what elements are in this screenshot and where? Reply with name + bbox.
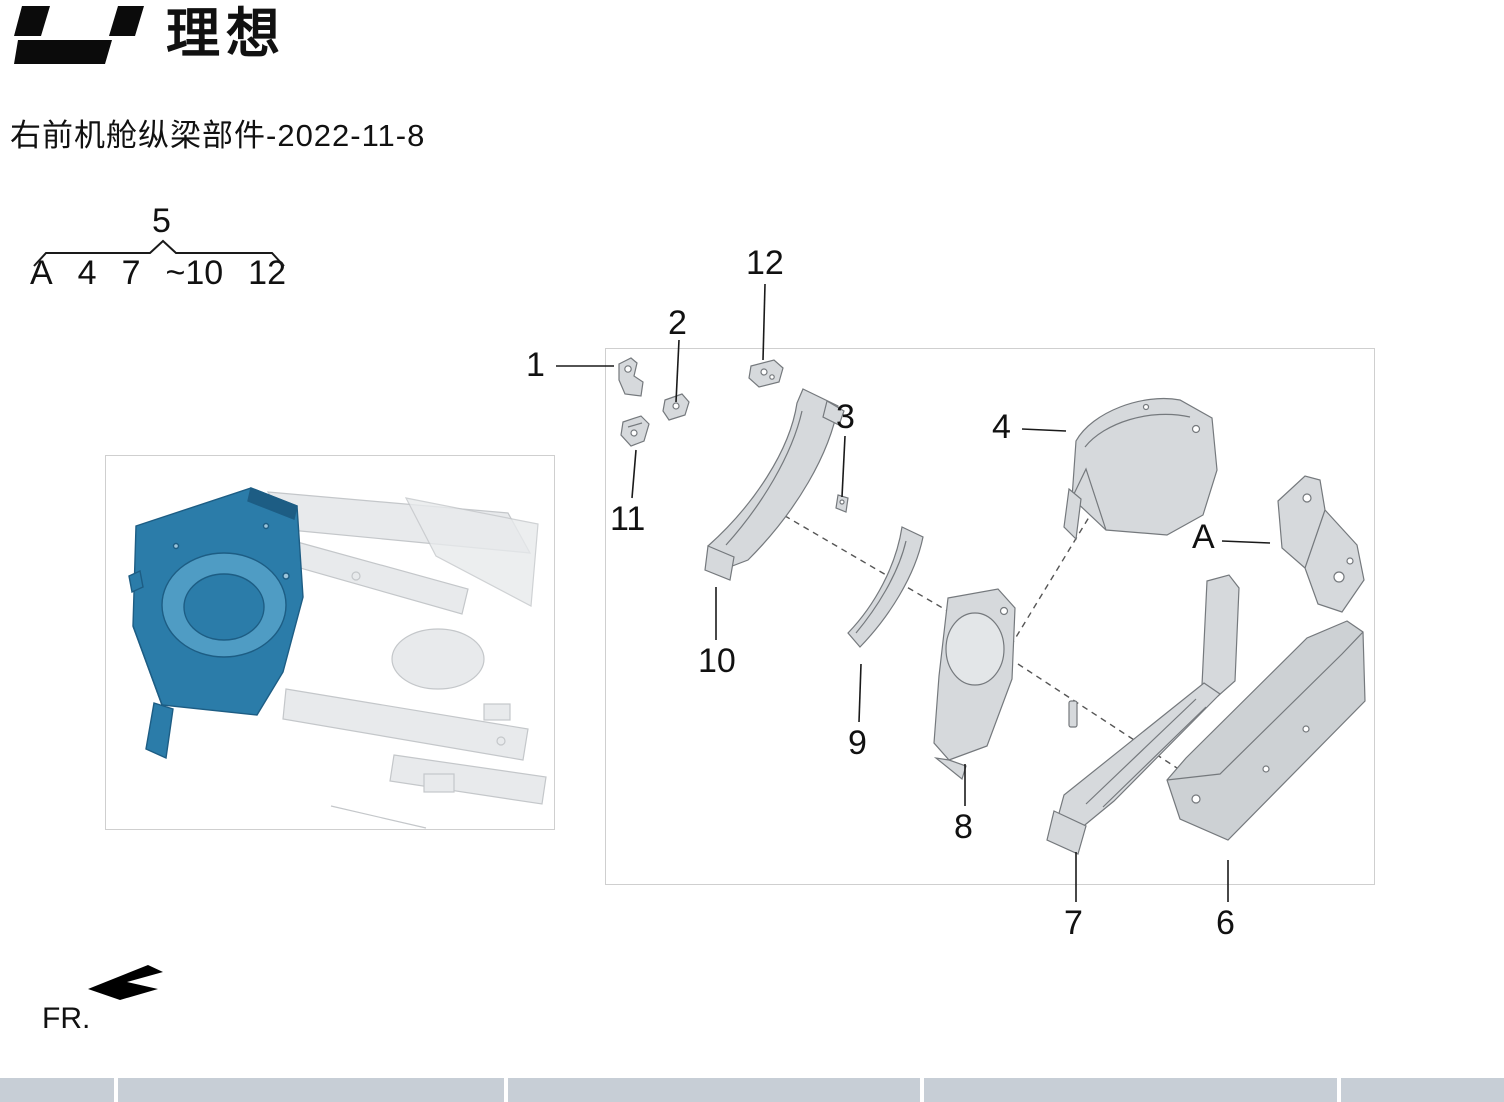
footer-cell-4 [924,1078,1337,1102]
part-label-11: 11 [610,500,646,538]
part-2-bracket [662,393,690,421]
li-auto-logo-icon [14,6,144,64]
page-title: 右前机舱纵梁部件-2022-11-8 [10,118,426,153]
overview-inset-panel [105,455,555,830]
part-10-curved-reinforcement [704,388,845,581]
part-label-6: 6 [1216,904,1235,942]
callout-item-4: 4 [77,254,97,292]
part-12-bracket [748,359,784,388]
exploded-view-drawing [618,357,1366,855]
part-label-1: 1 [526,346,545,384]
footer-cell-1 [0,1078,114,1102]
front-direction-arrow-icon [88,965,163,1000]
front-direction-label: FR. [42,1002,91,1035]
footer-cell-3 [508,1078,920,1102]
part-9-curved-strip [847,526,924,648]
callout-item-7: 7 [121,254,141,292]
callout-item-12: 12 [248,254,286,292]
callout-item-A: A [30,254,53,292]
footer-cell-5 [1341,1078,1504,1102]
callout-item-10: ~10 [165,254,224,292]
part-label-7: 7 [1064,904,1083,942]
part-label-9: 9 [848,724,867,762]
part-1-bracket [618,357,644,397]
brand-header: 理想 [14,6,286,64]
brand-name: 理想 [166,4,286,64]
part-label-A: A [1192,518,1215,556]
part-label-3: 3 [836,398,855,436]
part-label-4: 4 [992,408,1011,446]
part-3-clip [835,494,849,513]
part-7-longitudinal-rail [1046,574,1240,855]
part-label-2: 2 [668,304,687,342]
part-4-apron-panel [1063,397,1218,541]
part-11-bracket [620,415,650,447]
part-label-12: 12 [746,244,784,282]
part-8-wheelhouse-panel [933,588,1016,781]
callout-row: A 4 7 ~10 12 [30,256,286,290]
ghost-body-structure [266,491,547,829]
footer-cell-2 [118,1078,504,1102]
part-A-bracket [1277,475,1365,613]
part-6-splash-panel [1166,620,1366,841]
exploded-view-panel [605,348,1375,885]
assembly-guide-dashed-lines [755,480,1207,788]
part-label-10: 10 [698,642,736,680]
part-label-8: 8 [954,808,973,846]
callout-group-label: 5 [152,202,171,240]
highlighted-wheelhouse-part [128,487,304,760]
overview-inset-drawing [128,487,547,829]
